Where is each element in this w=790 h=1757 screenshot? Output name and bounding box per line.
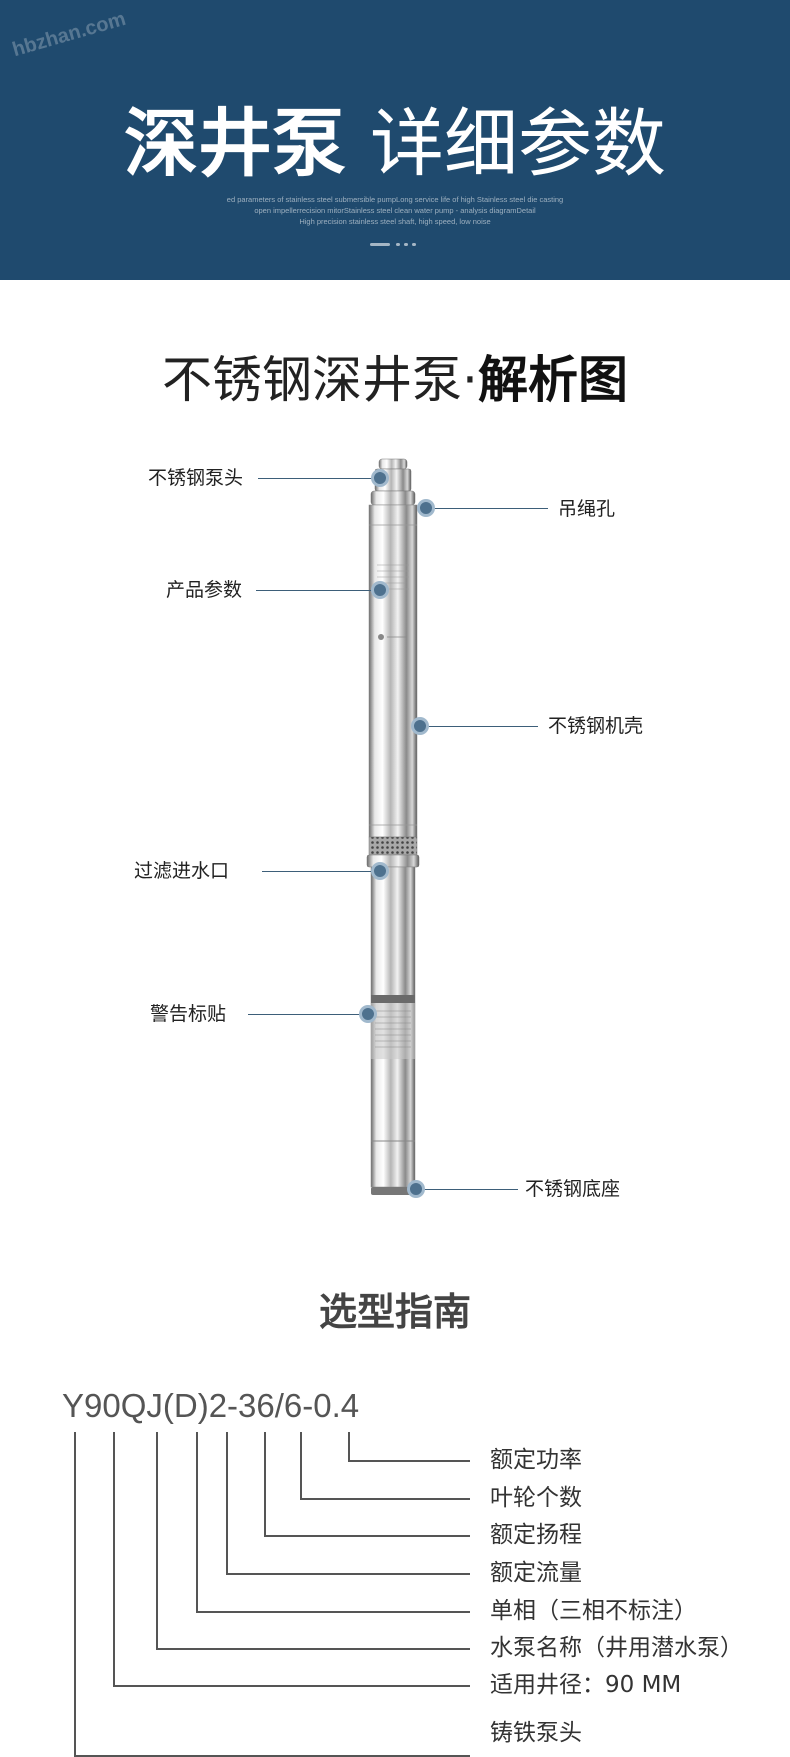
bracket-line	[74, 1432, 76, 1755]
callout-line	[426, 508, 548, 509]
banner-title: 深井泵详细参数	[0, 96, 790, 192]
bracket-line	[300, 1432, 302, 1498]
callout-filter-inlet: 过滤进水口	[134, 860, 230, 882]
callout-dot	[371, 469, 389, 487]
callout-rope-hole: 吊绳孔	[558, 498, 616, 520]
callout-dot	[359, 1005, 377, 1023]
anatomy-title-bold: 解析图	[477, 351, 628, 409]
callout-product-params: 产品参数	[166, 579, 243, 601]
banner-subtitle: ed parameters of stainless steel submers…	[0, 194, 790, 227]
callout-line	[418, 1189, 518, 1190]
banner-title-bold: 深井泵	[124, 101, 346, 187]
callout-line	[258, 478, 380, 479]
callout-line	[256, 590, 380, 591]
guide-label-cast-iron-head: 铸铁泵头	[490, 1720, 582, 1746]
callout-line	[420, 726, 538, 727]
guide-label-rated-power: 额定功率	[490, 1447, 582, 1473]
banner-subtitle-line: open impellerrecision mitorStainless ste…	[254, 206, 536, 215]
bracket-line	[226, 1432, 228, 1573]
pump-illustration	[366, 458, 420, 1195]
bracket-line	[113, 1432, 115, 1685]
guide-label-pump-name: 水泵名称（井用潜水泵）	[490, 1635, 743, 1661]
guide-label-impeller-count: 叶轮个数	[490, 1485, 582, 1511]
callout-dot	[371, 581, 389, 599]
callout-line	[262, 871, 380, 872]
bracket-line	[348, 1460, 470, 1462]
anatomy-title-normal: 不锈钢深井泵·	[162, 351, 478, 409]
bracket-line	[156, 1432, 158, 1648]
header-banner: hbzhan.com 深井泵详细参数 ed parameters of stai…	[0, 0, 790, 280]
model-code: Y90QJ(D)2-36/6-0.4	[62, 1387, 360, 1424]
bracket-line	[300, 1498, 470, 1500]
guide-title: 选型指南	[318, 1290, 471, 1334]
bracket-line	[196, 1611, 470, 1613]
site-watermark: hbzhan.com	[10, 7, 129, 62]
guide-label-well-diameter: 适用井径：90 MM	[490, 1672, 682, 1698]
bracket-line	[196, 1432, 198, 1612]
bracket-line	[264, 1535, 470, 1537]
callout-pump-head: 不锈钢泵头	[148, 467, 244, 489]
callout-dot	[371, 862, 389, 880]
bracket-line	[348, 1432, 350, 1460]
bracket-line	[226, 1573, 470, 1575]
callout-casing: 不锈钢机壳	[548, 715, 644, 737]
callout-dot	[407, 1180, 425, 1198]
banner-subtitle-line: High precision stainless steel shaft, hi…	[299, 217, 491, 226]
callout-line	[248, 1014, 368, 1015]
callout-warning-label: 警告标贴	[150, 1003, 227, 1025]
banner-subtitle-line: ed parameters of stainless steel submers…	[226, 195, 564, 204]
banner-title-light: 详细参数	[370, 101, 666, 187]
bracket-line	[113, 1685, 470, 1687]
bracket-line	[264, 1432, 266, 1535]
guide-label-rated-head: 额定扬程	[490, 1522, 582, 1548]
guide-label-rated-flow: 额定流量	[490, 1560, 582, 1586]
guide-label-phase: 单相（三相不标注）	[490, 1598, 697, 1624]
callout-dot	[417, 499, 435, 517]
anatomy-title: 不锈钢深井泵·解析图	[0, 348, 790, 412]
callout-dot	[411, 717, 429, 735]
bracket-line	[156, 1648, 470, 1650]
callout-base: 不锈钢底座	[525, 1178, 621, 1200]
